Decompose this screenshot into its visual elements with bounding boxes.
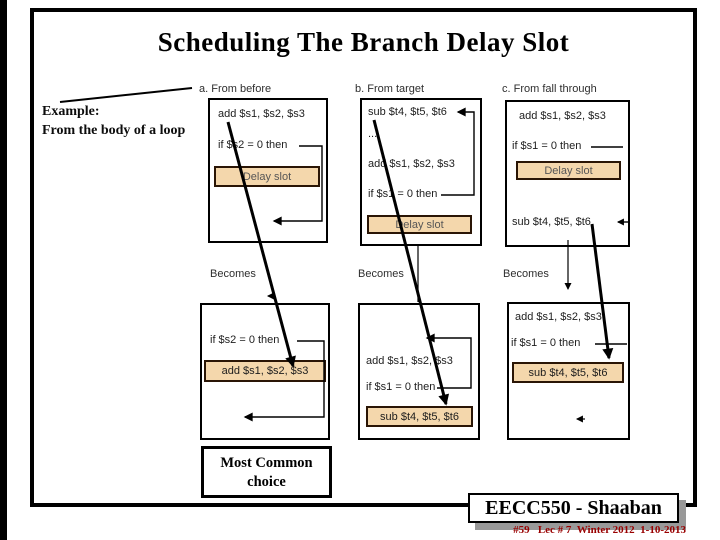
a-top-instr-add: add $s1, $s2, $s3 bbox=[218, 108, 305, 120]
heading-from-target: b. From target bbox=[355, 83, 425, 95]
most-common-choice-box: Most Common choice bbox=[201, 446, 332, 498]
c-becomes-label: Becomes bbox=[503, 268, 549, 280]
course-footer-label: EECC550 - Shaaban bbox=[485, 496, 662, 519]
c-bottom-filled-slot: sub $t4, $t5, $t6 bbox=[512, 362, 624, 383]
slide-border-frame bbox=[30, 8, 697, 507]
b-top-branch-if: if $s1 = 0 then bbox=[368, 188, 438, 200]
most-common-line1: Most Common bbox=[220, 455, 313, 471]
b-delay-slot-box: Delay slot bbox=[367, 215, 472, 234]
heading-from-before: a. From before bbox=[199, 83, 272, 95]
b-bottom-filled-slot: sub $t4, $t5, $t6 bbox=[366, 406, 473, 427]
left-edge-bar bbox=[0, 0, 7, 540]
lecture-meta-label: #59 Lec # 7 Winter 2012 1-10-2013 bbox=[513, 524, 686, 536]
course-footer-box: EECC550 - Shaaban bbox=[468, 493, 679, 523]
b-becomes-label: Becomes bbox=[358, 268, 404, 280]
example-text: From the body of a loop bbox=[42, 123, 186, 138]
heading-from-fall-through: c. From fall through bbox=[502, 83, 597, 95]
b-top-ellipsis: ... bbox=[368, 128, 378, 140]
page-title: Scheduling The Branch Delay Slot bbox=[157, 27, 570, 57]
a-bottom-filled-slot: add $s1, $s2, $s3 bbox=[204, 360, 326, 382]
example-label: Example: bbox=[42, 104, 100, 119]
c-bottom-instr-add: add $s1, $s2, $s3 bbox=[515, 311, 602, 323]
b-bottom-branch-if: if $s1 = 0 then bbox=[366, 381, 436, 393]
a-delay-slot-box: Delay slot bbox=[214, 166, 320, 187]
c-delay-slot-box: Delay slot bbox=[516, 161, 621, 180]
b-top-instr-sub: sub $t4, $t5, $t6 bbox=[368, 106, 447, 118]
a-top-branch-if: if $s2 = 0 then bbox=[218, 139, 288, 151]
c-top-branch-if: if $s1 = 0 then bbox=[512, 140, 582, 152]
b-bottom-instr-add: add $s1, $s2, $s3 bbox=[366, 355, 453, 367]
b-top-instr-add: add $s1, $s2, $s3 bbox=[368, 158, 455, 170]
c-top-instr-add: add $s1, $s2, $s3 bbox=[519, 110, 606, 122]
most-common-line2: choice bbox=[247, 474, 286, 490]
a-bottom-branch-if: if $s2 = 0 then bbox=[210, 334, 280, 346]
c-bottom-branch-if: if $s1 = 0 then bbox=[511, 337, 581, 349]
c-top-instr-sub: sub $t4, $t5, $t6 bbox=[512, 216, 591, 228]
a-becomes-label: Becomes bbox=[210, 268, 256, 280]
